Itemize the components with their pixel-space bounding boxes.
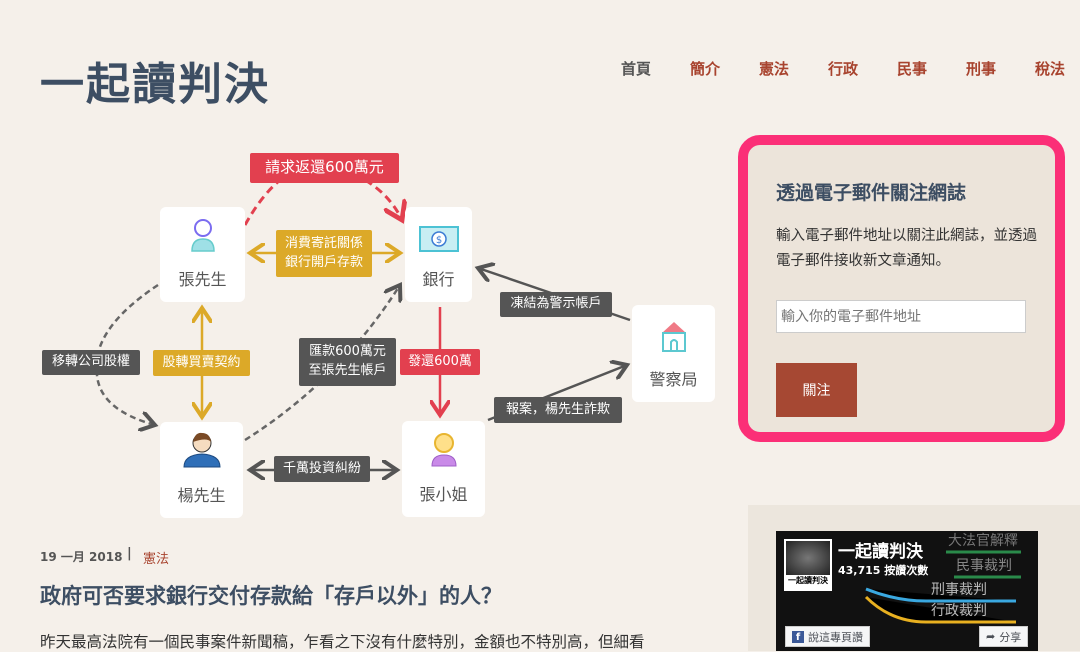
label-return: 發還600萬	[400, 349, 480, 375]
nav-criminal[interactable]: 刑事	[966, 60, 997, 78]
node-label: 警察局	[649, 370, 698, 389]
label-freeze: 凍結為警示帳戶	[500, 292, 612, 317]
facebook-icon: f	[792, 630, 804, 643]
post-title[interactable]: 政府可否要求銀行交付存款給「存戶以外」的人？	[40, 584, 502, 608]
label-deposit: 消費寄託關係銀行開戶存款	[276, 230, 372, 277]
svg-text:$: $	[435, 235, 441, 246]
node-bank: $ 銀行	[405, 207, 472, 302]
label-line: 消費寄託關係	[284, 235, 363, 251]
bg-item: 行政裁判	[931, 603, 987, 619]
label-claim: 請求返還600萬元	[250, 153, 399, 183]
bg-item: 刑事裁判	[931, 582, 987, 598]
node-police: 警察局	[632, 305, 715, 402]
nav-home[interactable]: 首頁	[621, 60, 652, 78]
node-zhang: 張先生	[160, 207, 245, 302]
meta-separator: |	[127, 546, 132, 561]
house-icon	[661, 322, 686, 352]
fb-share-label: 分享	[999, 630, 1022, 644]
fb-like-label: 說這專頁讚	[808, 630, 863, 644]
page-thumbnail[interactable]: 一起讀判決	[784, 539, 832, 591]
fb-like-button[interactable]: f 說這專頁讚	[785, 626, 870, 647]
widget-title: 透過電子郵件關注網誌	[776, 182, 967, 204]
case-diagram: 張先生 $ 銀行 警察局 楊先生 張小姐 請求返還600萬元 消費寄託關係銀行開…	[42, 153, 715, 518]
label-line: 銀行開戶存款	[284, 254, 363, 270]
person-icon	[190, 219, 215, 252]
node-label: 張小姐	[419, 485, 468, 504]
label-line: 匯款600萬元	[309, 344, 386, 360]
nav-civil[interactable]: 民事	[897, 60, 928, 78]
post-date: 19 一月 2018	[40, 550, 123, 564]
widget-description: 輸入電子郵件地址以關注此網誌，並透過電子郵件接收新文章通知。	[776, 228, 1037, 269]
nav-intro[interactable]: 簡介	[690, 60, 721, 78]
person-icon	[182, 432, 221, 468]
label-report: 報案，楊先生詐欺	[494, 397, 622, 423]
label-line: 至張先生帳戶	[308, 363, 387, 378]
fb-likes-count: 43,715 按讚次數	[838, 564, 929, 577]
bg-lines	[864, 550, 1021, 624]
post-category[interactable]: 憲法	[143, 552, 170, 567]
post-excerpt: 昨天最高法院有一個民事案件新聞稿，乍看之下沒有什麼特別，金額也不特別高，但細看	[40, 633, 645, 651]
nav-constitution[interactable]: 憲法	[759, 60, 790, 78]
node-label: 楊先生	[177, 486, 226, 505]
share-icon: ➦	[986, 630, 996, 643]
nav-administrative[interactable]: 行政	[828, 60, 859, 78]
label-share-contract: 股轉買賣契約	[153, 350, 250, 376]
bg-item: 民事裁判	[956, 558, 1012, 574]
person-icon	[430, 433, 457, 467]
site-title[interactable]: 一起讀判決	[40, 59, 270, 110]
node-yang: 楊先生	[160, 422, 243, 518]
nav-tax[interactable]: 稅法	[1035, 60, 1066, 78]
label-transfer-equity: 移轉公司股權	[42, 350, 140, 375]
thumb-caption: 一起讀判決	[788, 576, 828, 585]
facebook-page-plugin[interactable]: 大法官解釋 民事裁判 刑事裁判 行政裁判 一起讀判決 一起讀判決 43,715 …	[776, 531, 1038, 651]
label-remit: 匯款600萬元至張先生帳戶	[299, 338, 396, 386]
email-input[interactable]	[776, 300, 1026, 333]
node-label: 銀行	[422, 270, 455, 289]
money-icon: $	[418, 226, 459, 252]
label-dispute: 千萬投資糾紛	[274, 456, 370, 482]
node-label: 張先生	[178, 270, 227, 289]
fb-share-button[interactable]: ➦分享	[979, 626, 1029, 647]
gavel-image	[786, 541, 830, 575]
bg-item: 大法官解釋	[948, 533, 1018, 549]
fb-page-name[interactable]: 一起讀判決	[838, 542, 923, 562]
node-miss-zhang: 張小姐	[402, 421, 485, 517]
follow-button[interactable]: 關注	[776, 363, 857, 417]
